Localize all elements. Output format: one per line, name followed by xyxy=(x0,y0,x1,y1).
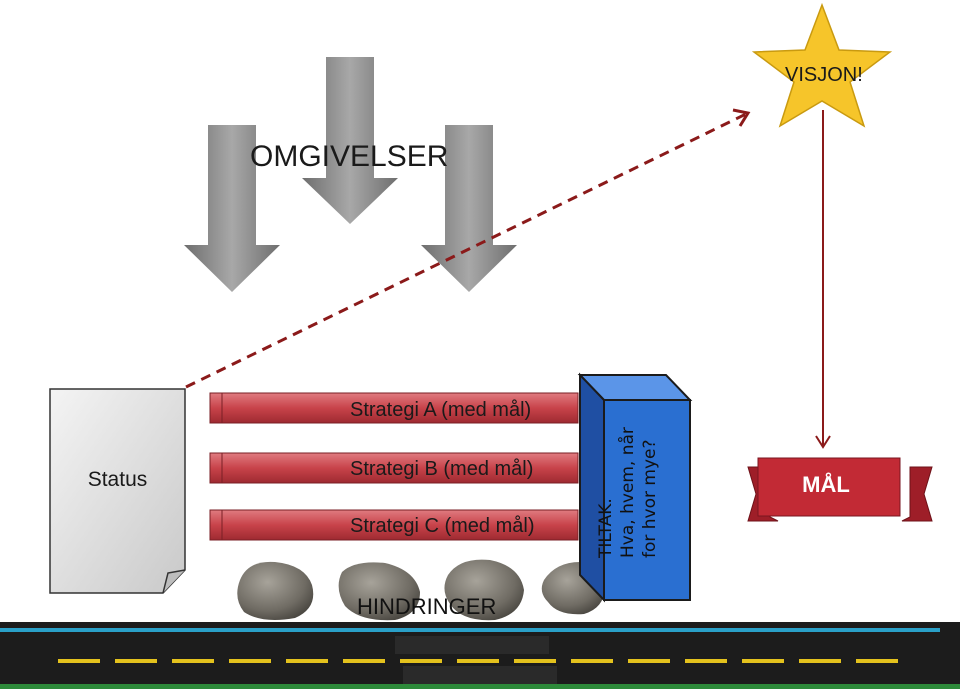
status-label: Status xyxy=(87,468,148,491)
strategy-a-label: Strategi A (med mål) xyxy=(350,399,532,421)
strategy-b-label: Strategi B (med mål) xyxy=(350,458,534,480)
rock-icon xyxy=(338,562,420,621)
environment-arrow-right xyxy=(421,125,517,292)
environment-arrow-middle xyxy=(302,57,398,224)
goal-label: MÅL xyxy=(802,472,850,497)
strategy-bar-a xyxy=(209,392,579,424)
environment-label: OMGIVELSER xyxy=(250,140,449,173)
measures-line-3: for hvor mye? xyxy=(640,439,660,558)
measures-line-1: TILTAK. xyxy=(596,498,616,558)
goal-arrow xyxy=(815,110,831,449)
strategy-bar-c xyxy=(209,509,579,541)
road xyxy=(0,622,960,689)
status-document-icon xyxy=(49,388,186,594)
strategy-bar-b xyxy=(209,452,579,484)
measures-line-2: Hva, hvem, når xyxy=(618,427,638,558)
measures-box xyxy=(577,372,693,603)
goal-banner xyxy=(747,457,933,522)
strategy-c-label: Strategi C (med mål) xyxy=(350,515,535,537)
vision-label: VISJON! xyxy=(785,64,863,86)
rock-icon xyxy=(237,561,314,620)
rock-icon xyxy=(444,559,524,621)
environment-arrow-left xyxy=(184,125,280,292)
obstacles-label: HINDRINGER xyxy=(357,594,497,619)
vision-path-arrow xyxy=(185,108,751,389)
vision-star-icon xyxy=(751,2,893,128)
